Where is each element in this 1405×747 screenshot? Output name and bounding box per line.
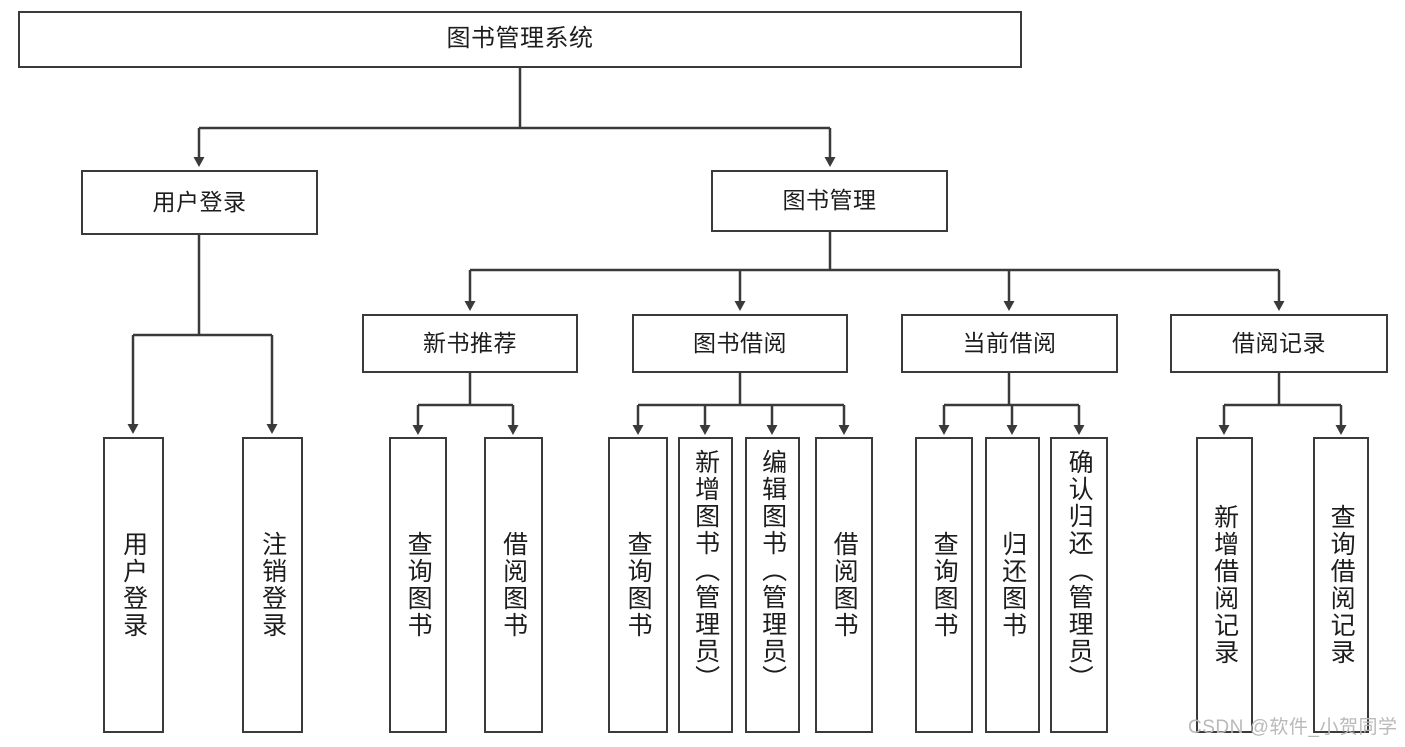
node-book-borrow-label: 图书借阅	[693, 329, 787, 356]
leaf-book-borrow-edit[interactable]: 编辑图书（管理员）	[745, 437, 800, 733]
leaf-user-login-login[interactable]: 用户登录	[103, 437, 164, 733]
leaf-user-login-logout[interactable]: 注销登录	[242, 437, 303, 733]
leaf-book-borrow-edit-label: 编辑图书（管理员）	[758, 449, 787, 692]
leaf-current-borrow-return[interactable]: 归还图书	[985, 437, 1040, 733]
leaf-current-borrow-query[interactable]: 查询图书	[915, 437, 973, 733]
node-book-manage[interactable]: 图书管理	[711, 170, 948, 232]
leaf-book-borrow-query-label: 查询图书	[624, 531, 653, 639]
leaf-new-book-query-label: 查询图书	[404, 531, 433, 639]
node-user-login-label: 用户登录	[152, 188, 247, 215]
node-current-borrow-label: 当前借阅	[962, 329, 1057, 356]
leaf-new-book-borrow-label: 借阅图书	[499, 531, 528, 639]
leaf-borrow-record-add[interactable]: 新增借阅记录	[1196, 437, 1253, 733]
leaf-book-borrow-query[interactable]: 查询图书	[608, 437, 668, 733]
node-borrow-record[interactable]: 借阅记录	[1170, 314, 1388, 373]
leaf-current-borrow-return-label: 归还图书	[998, 531, 1027, 639]
leaf-book-borrow-borrow[interactable]: 借阅图书	[815, 437, 873, 733]
leaf-user-login-logout-label: 注销登录	[258, 531, 287, 639]
leaf-current-borrow-confirm[interactable]: 确认归还（管理员）	[1050, 437, 1108, 733]
node-user-login[interactable]: 用户登录	[81, 170, 318, 235]
node-borrow-record-label: 借阅记录	[1232, 329, 1326, 356]
leaf-current-borrow-query-label: 查询图书	[930, 531, 959, 639]
leaf-book-borrow-borrow-label: 借阅图书	[830, 531, 859, 639]
leaf-current-borrow-confirm-label: 确认归还（管理员）	[1065, 449, 1094, 692]
node-book-manage-label: 图书管理	[782, 187, 877, 214]
leaf-borrow-record-query-label: 查询借阅记录	[1327, 504, 1356, 666]
leaf-new-book-borrow[interactable]: 借阅图书	[484, 437, 543, 733]
node-root-system[interactable]: 图书管理系统	[18, 11, 1022, 68]
leaf-borrow-record-add-label: 新增借阅记录	[1210, 504, 1239, 666]
leaf-borrow-record-query[interactable]: 查询借阅记录	[1313, 437, 1369, 733]
csdn-watermark: CSDN @软件_小贺同学	[1188, 717, 1398, 738]
node-root-system-label: 图书管理系统	[446, 25, 594, 53]
leaf-book-borrow-add[interactable]: 新增图书（管理员）	[678, 437, 733, 733]
leaf-book-borrow-add-label: 新增图书（管理员）	[691, 449, 720, 692]
node-current-borrow[interactable]: 当前借阅	[901, 314, 1118, 373]
node-book-borrow[interactable]: 图书借阅	[632, 314, 848, 373]
leaf-user-login-login-label: 用户登录	[119, 531, 148, 639]
node-new-book-recommend-label: 新书推荐	[423, 329, 517, 356]
node-new-book-recommend[interactable]: 新书推荐	[362, 314, 578, 373]
leaf-new-book-query[interactable]: 查询图书	[389, 437, 447, 733]
